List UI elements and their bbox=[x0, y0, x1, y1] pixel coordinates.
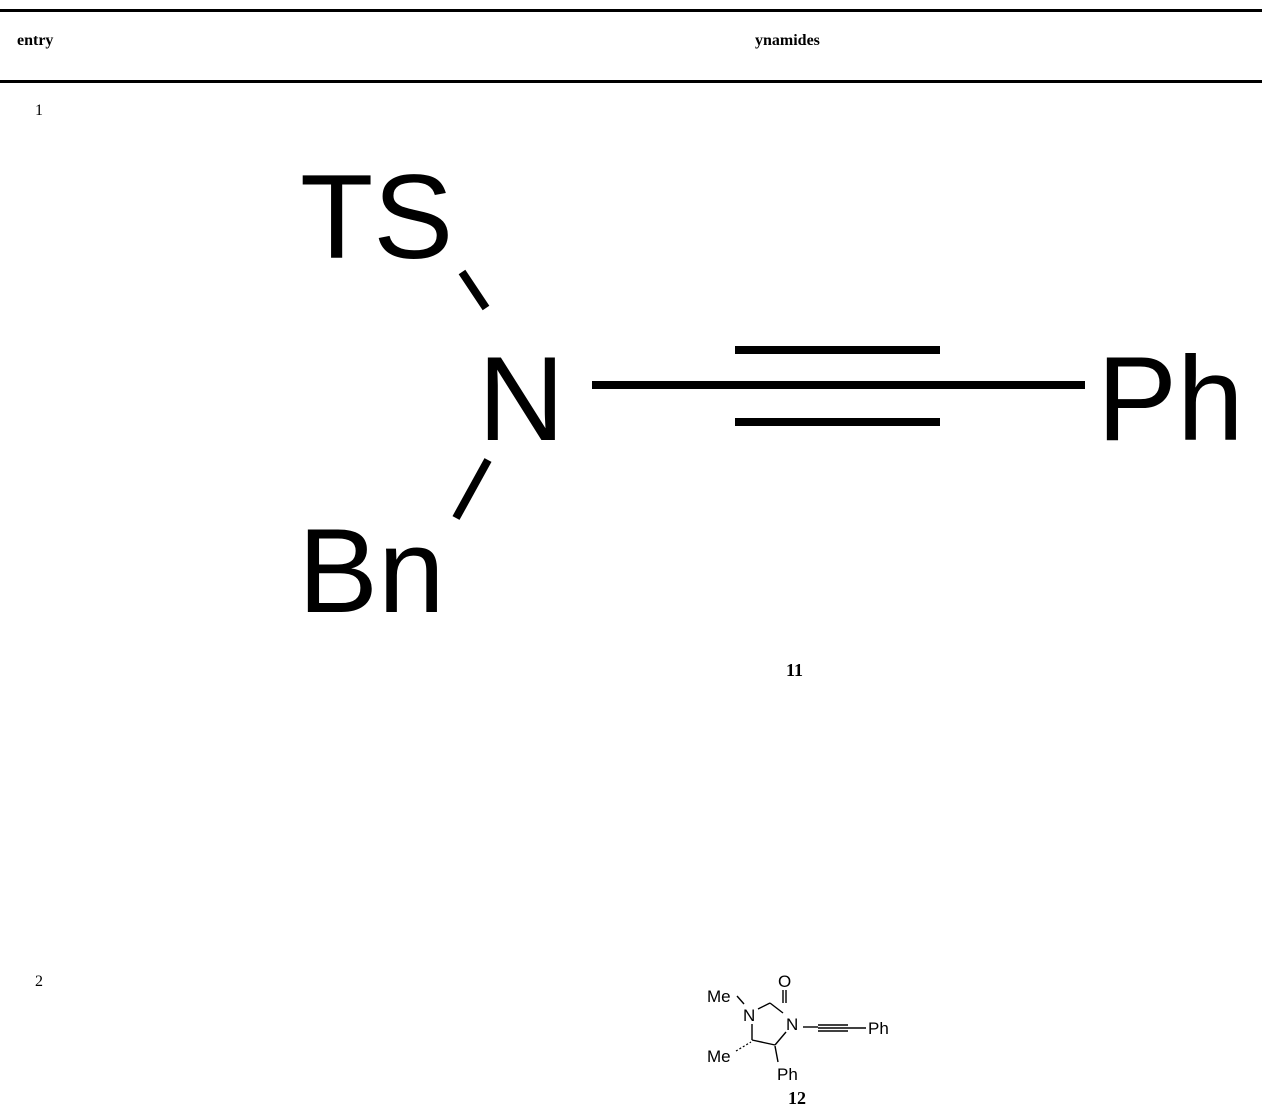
atom-n3: N bbox=[786, 1015, 798, 1034]
atom-n: N bbox=[478, 332, 565, 466]
atom-o: O bbox=[778, 972, 791, 991]
compound-label-11: 11 bbox=[786, 660, 804, 680]
atom-ts: TS bbox=[300, 150, 453, 284]
bond-ts-n bbox=[458, 269, 490, 311]
atom-me-ring: Me bbox=[707, 1047, 731, 1066]
table-top-rule bbox=[0, 9, 1262, 12]
compound-label-12: 12 bbox=[788, 1088, 806, 1108]
atom-n1: N bbox=[743, 1006, 755, 1025]
atom-ph-alkyne: Ph bbox=[868, 1019, 889, 1038]
column-header-ynamides: ynamides bbox=[755, 32, 820, 49]
atom-me-n: Me bbox=[707, 987, 731, 1006]
bond-n-bn bbox=[452, 458, 492, 520]
column-header-entry: entry bbox=[17, 32, 54, 49]
row-2-entry-number: 2 bbox=[35, 973, 43, 990]
atom-ph: Ph bbox=[1097, 332, 1244, 466]
atom-ph-ring: Ph bbox=[777, 1065, 798, 1084]
row-1-entry-number: 1 bbox=[35, 102, 43, 119]
atom-bn: Bn bbox=[298, 504, 445, 638]
structure-11: TS N Bn Ph bbox=[298, 150, 1244, 638]
table-header-rule bbox=[0, 80, 1262, 83]
